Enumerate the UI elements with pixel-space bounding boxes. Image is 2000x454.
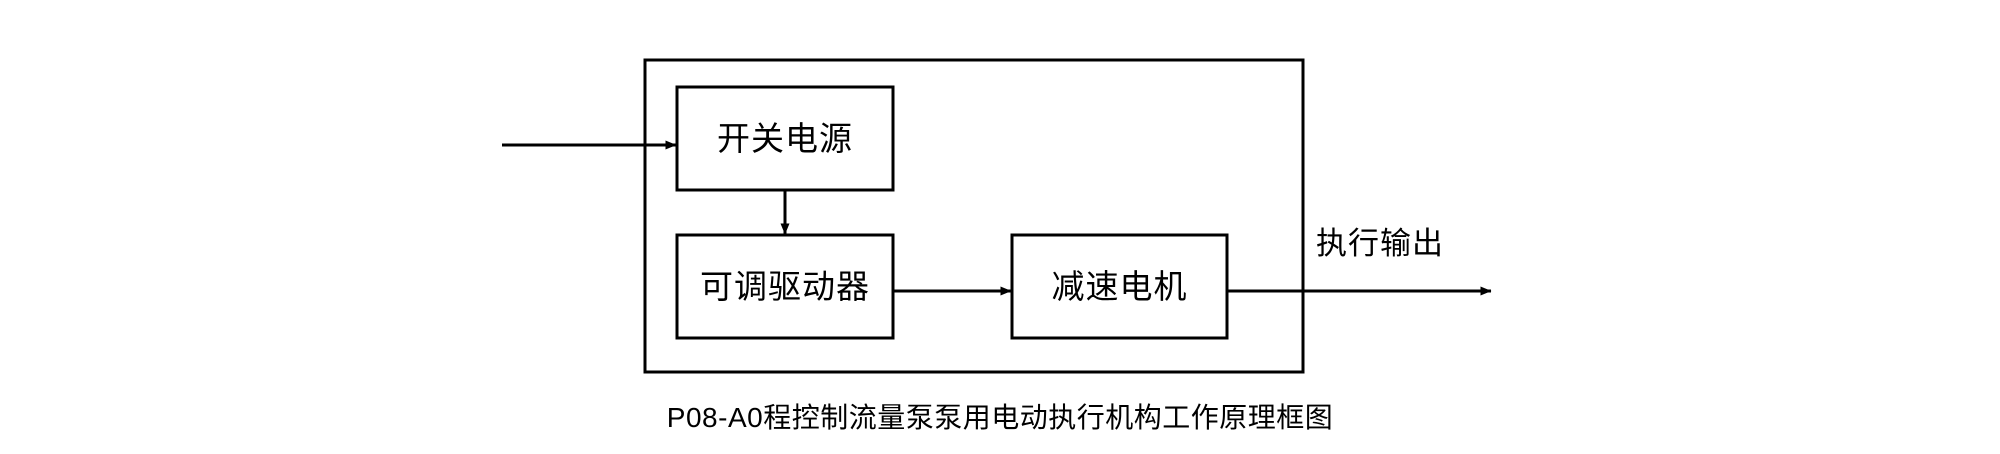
gear-motor-label: 减速电机 xyxy=(1051,268,1188,305)
switching-power-supply-box[interactable] xyxy=(675,85,895,192)
adjustable-driver-box[interactable] xyxy=(675,233,895,340)
adjustable-driver-label: 可调驱动器 xyxy=(700,268,870,305)
diagram-caption: P08-A0程控制流量泵泵用电动执行机构工作原理框图 xyxy=(666,402,1334,433)
switching-power-supply-label: 开关电源 xyxy=(717,120,853,157)
actuation-output-label: 执行输出 xyxy=(1316,226,1444,261)
gear-motor-box[interactable] xyxy=(1010,233,1229,340)
